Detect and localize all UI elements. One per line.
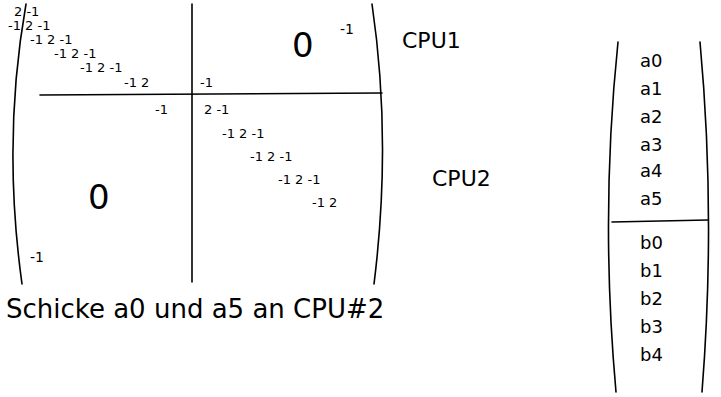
vector-entry: a5 (640, 190, 662, 208)
matrix-row: -1 2 -1 (8, 19, 50, 32)
vector-entry: b3 (640, 318, 663, 336)
matrix-entry: -1 (200, 76, 213, 89)
vector-entry: a3 (640, 136, 662, 154)
matrix-row: -1 2 -1 (278, 173, 320, 186)
zero-block: 0 (88, 180, 110, 214)
matrix-row: -1 2 -1 (250, 150, 292, 163)
left-paren (13, 4, 26, 284)
vector-entry: a0 (640, 52, 662, 70)
vector-entry: b0 (640, 234, 663, 252)
vector-entry: b1 (640, 262, 663, 280)
matrix-row: -1 2 -1 (222, 127, 264, 140)
cpu-label: CPU1 (402, 30, 461, 52)
vector-entry: a4 (640, 162, 662, 180)
matrix-row: 2 -1 (14, 5, 39, 18)
vector-divider (612, 220, 708, 222)
right-paren (372, 4, 383, 284)
matrix-row: -1 2 (124, 76, 149, 89)
matrix-row: -1 2 (312, 196, 337, 209)
matrix-row: -1 2 -1 (54, 47, 96, 60)
vector-left-paren (608, 42, 618, 392)
matrix-entry: -1 (340, 22, 354, 36)
matrix-entry: -1 (155, 103, 168, 116)
vector-entry: b2 (640, 290, 663, 308)
vector-entry: b4 (640, 346, 663, 364)
vector-entry: a1 (640, 80, 662, 98)
zero-block: 0 (292, 28, 314, 62)
matrix-row: -1 2 -1 (30, 33, 72, 46)
cpu-label: CPU2 (432, 168, 491, 190)
matrix-row: 2 -1 (204, 103, 229, 116)
matrix-row: -1 2 -1 (80, 61, 122, 74)
block-divider-vertical (191, 4, 193, 282)
block-divider-horizontal (40, 93, 382, 95)
vector-right-paren (700, 42, 709, 392)
note-text: Schicke a0 und a5 an CPU#2 (6, 296, 384, 322)
matrix-entry: -1 (30, 250, 44, 264)
vector-entry: a2 (640, 108, 662, 126)
